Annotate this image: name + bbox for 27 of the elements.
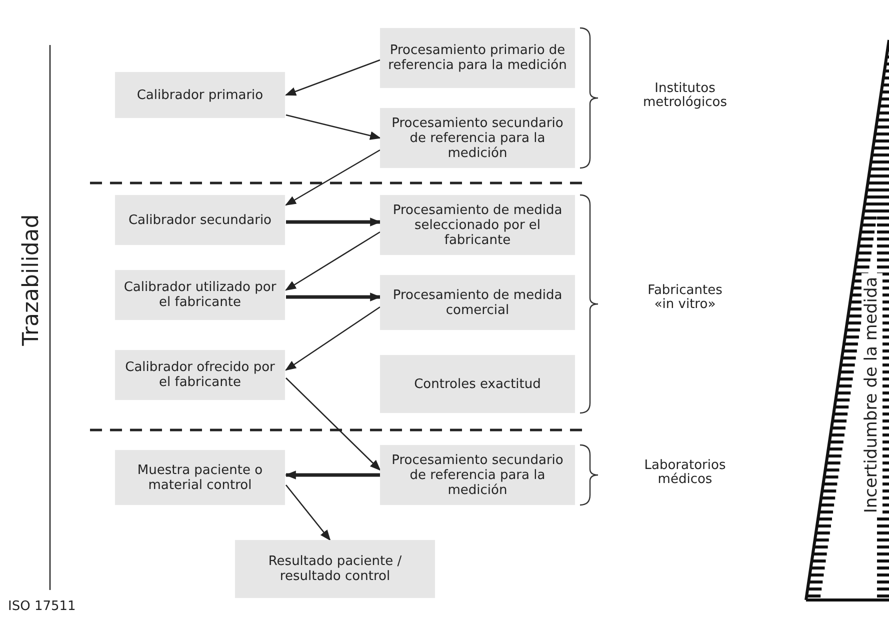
process-box: Procesamiento secundario de referencia para la medición: [380, 445, 575, 505]
group-label: Fabricantes «in vitro»: [646, 284, 724, 312]
group-label: Laboratorios médicos: [643, 459, 727, 487]
axis-title: Trazabilidad: [19, 214, 45, 346]
process-box: Resultado paciente / resultado control: [235, 540, 435, 598]
process-box: Procesamiento de medida comercial: [380, 275, 575, 330]
group-label: Institutos metrológicos: [642, 82, 728, 110]
arrow: [286, 484, 331, 541]
arrow: [286, 114, 382, 140]
arrow: [285, 306, 380, 371]
process-box: Muestra paciente o material control: [115, 450, 285, 505]
process-box: Calibrador ofrecido por el fabricante: [115, 350, 285, 400]
process-box: Controles exactitud: [380, 355, 575, 413]
process-box: Procesamiento de medida seleccionado por el fabricante: [380, 195, 575, 255]
process-box: Procesamiento primario de referencia para la medición: [380, 28, 575, 88]
arrow: [284, 470, 380, 480]
process-box: Calibrador primario: [115, 72, 285, 118]
arrow: [286, 292, 382, 302]
arrow: [286, 218, 382, 226]
arrow: [285, 231, 380, 291]
process-box: Calibrador secundario: [115, 195, 285, 245]
process-box: Procesamiento secundario de referencia para la medición: [380, 108, 575, 168]
arrow: [286, 378, 381, 471]
arrow: [284, 59, 380, 96]
process-box: Calibrador utilizado por el fabricante: [115, 270, 285, 320]
arrow: [285, 149, 380, 206]
source-note: ISO 17511: [8, 600, 77, 614]
